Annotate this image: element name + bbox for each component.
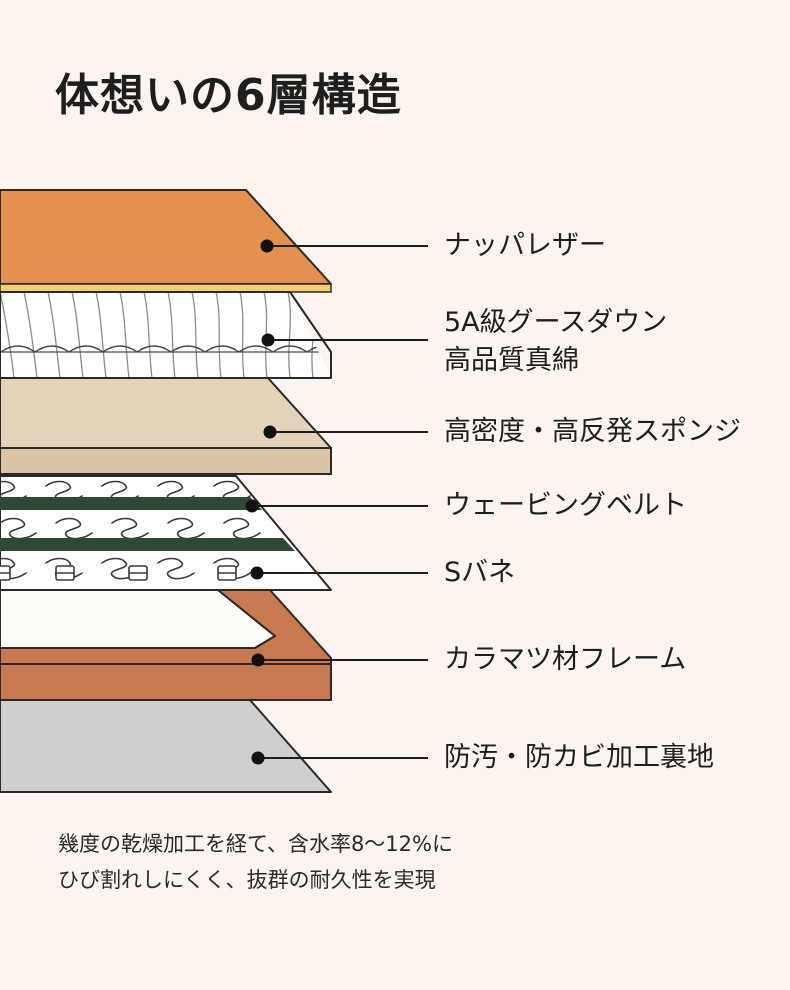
callout-dot-leather	[260, 239, 274, 253]
footnote-line2: ひび割れしにくく、抜群の耐久性を実現	[58, 868, 436, 892]
callout-dot-spring	[250, 566, 264, 580]
callout-dot-backing	[251, 751, 265, 765]
sponge-layer	[0, 377, 332, 475]
label-sponge: 高密度・高反発スポンジ	[444, 416, 741, 447]
callout-dot-frame	[251, 653, 265, 667]
label-webbing-belt: ウェービングベルト	[444, 490, 687, 521]
label-s-spring: Sバネ	[444, 557, 516, 588]
page-title: 体想いの6層構造	[55, 70, 402, 121]
callout-dot-down	[261, 333, 275, 347]
footnote-line1: 幾度の乾燥加工を経て、含水率8～12%に	[58, 832, 453, 856]
label-nappa-leather: ナッパレザー	[444, 230, 606, 261]
label-goose-down-line1: 5A級グースダウン	[444, 307, 668, 338]
label-goose-down-line2: 高品質真綿	[444, 345, 579, 376]
footnote: 幾度の乾燥加工を経て、含水率8～12%に ひび割れしにくく、抜群の耐久性を実現	[58, 826, 453, 898]
frame-layer	[0, 589, 332, 701]
label-backing: 防汚・防カビ加工裏地	[444, 742, 714, 773]
callout-dot-sponge	[263, 425, 277, 439]
label-larch-frame: カラマツ材フレーム	[444, 644, 687, 675]
webbing-belt-band	[0, 497, 295, 551]
label-goose-down: 5A級グースダウン 高品質真綿	[444, 304, 667, 380]
callout-dot-webbing	[245, 499, 259, 513]
backing-layer	[0, 699, 332, 793]
leather-layer	[0, 189, 332, 293]
down-layer	[0, 291, 332, 379]
